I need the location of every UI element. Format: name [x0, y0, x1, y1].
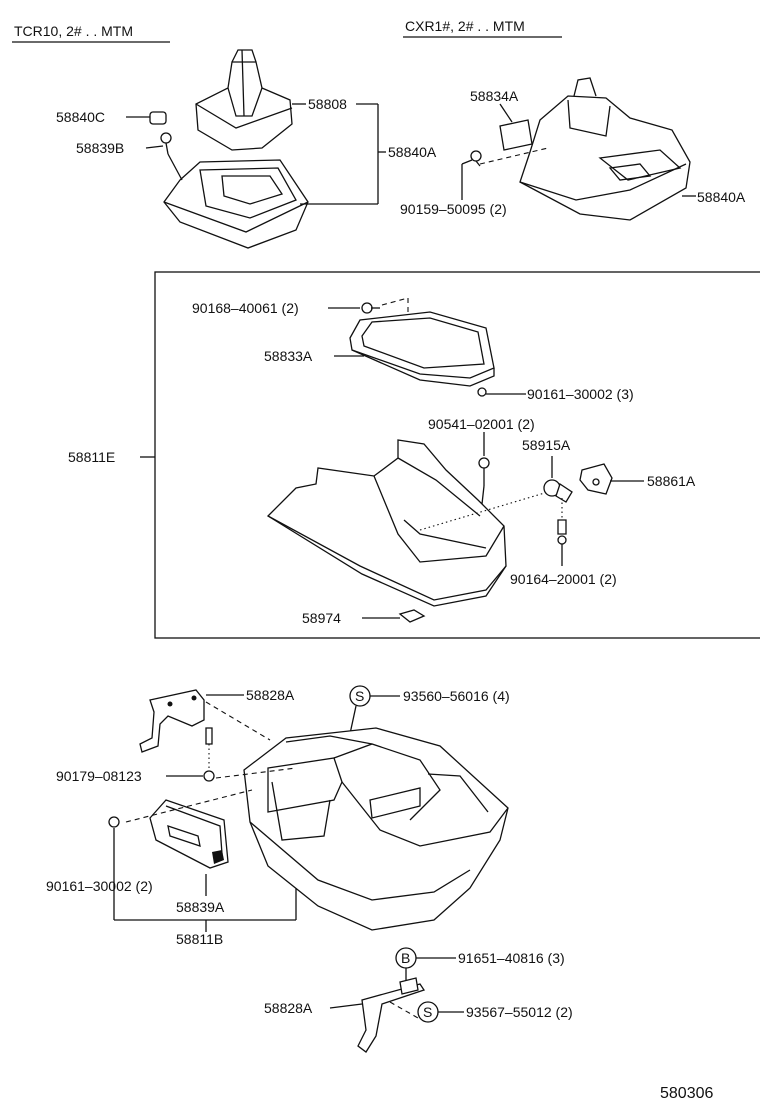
- label-58915A: 58915A: [522, 437, 571, 453]
- console-panel-58840A: [519, 77, 691, 221]
- screw-90161-lower: [108, 816, 120, 828]
- label-58811E: 58811E: [68, 449, 115, 465]
- screw-90179: [203, 727, 215, 782]
- bezel-58833A: [349, 311, 495, 387]
- label-93567: 93567–55012 (2): [466, 1004, 573, 1020]
- label-58811B: 58811B: [176, 931, 223, 947]
- badge-s-93567: S: [423, 1004, 432, 1020]
- label-93560: 93560–56016 (4): [403, 688, 510, 704]
- shift-boot-58808: [195, 49, 293, 151]
- switch-58861A: [579, 463, 613, 495]
- bracket-58828A-lower: [357, 977, 426, 1053]
- badge-b-91651: B: [401, 950, 410, 966]
- label-58828A-lower: 58828A: [264, 1000, 313, 1016]
- label-90179: 90179–08123: [56, 768, 142, 784]
- screw-90159: [470, 150, 482, 167]
- console-body-58811E: [266, 439, 507, 607]
- label-58839B: 58839B: [76, 140, 124, 156]
- label-58833A: 58833A: [264, 348, 313, 364]
- screw-90168: [361, 302, 380, 314]
- label-90164: 90164–20001 (2): [510, 571, 617, 587]
- knob-58915A: [543, 479, 573, 503]
- screw-58839B: [160, 132, 172, 155]
- label-58828A-upper: 58828A: [246, 687, 295, 703]
- screw-90541: [478, 457, 490, 505]
- label-58861A: 58861A: [647, 473, 696, 489]
- shift-bezel-58840A: [163, 159, 309, 249]
- lid-58839A: [149, 799, 229, 869]
- label-58840C: 58840C: [56, 109, 105, 125]
- label-90161-lower: 90161–30002 (2): [46, 878, 153, 894]
- diagram-code: 580306: [660, 1085, 713, 1102]
- badge-s-93560: S: [355, 688, 364, 704]
- label-90161-upper: 90161–30002 (3): [527, 386, 634, 402]
- header-right: CXR1#, 2# . . MTM: [405, 18, 525, 34]
- label-58840A-right: 58840A: [697, 189, 746, 205]
- group-frame-58811E: [154, 271, 760, 639]
- label-58840A-left: 58840A: [388, 144, 437, 160]
- clip-58974: [398, 609, 426, 623]
- console-body-58811B: [243, 727, 509, 931]
- label-58974: 58974: [302, 610, 341, 626]
- clip-58840C: [149, 111, 167, 125]
- screw-90164: [557, 519, 567, 545]
- label-90168: 90168–40061 (2): [192, 300, 299, 316]
- header-left: TCR10, 2# . . MTM: [14, 23, 133, 39]
- label-58839A: 58839A: [176, 899, 225, 915]
- bracket-58834A: [499, 119, 533, 151]
- label-90541: 90541–02001 (2): [428, 416, 535, 432]
- label-91651: 91651–40816 (3): [458, 950, 565, 966]
- bracket-58828A-upper: [139, 689, 205, 753]
- screw-90161-upper: [477, 387, 487, 397]
- label-58808: 58808: [308, 96, 347, 112]
- label-90159: 90159–50095 (2): [400, 201, 507, 217]
- label-58834A: 58834A: [470, 88, 519, 104]
